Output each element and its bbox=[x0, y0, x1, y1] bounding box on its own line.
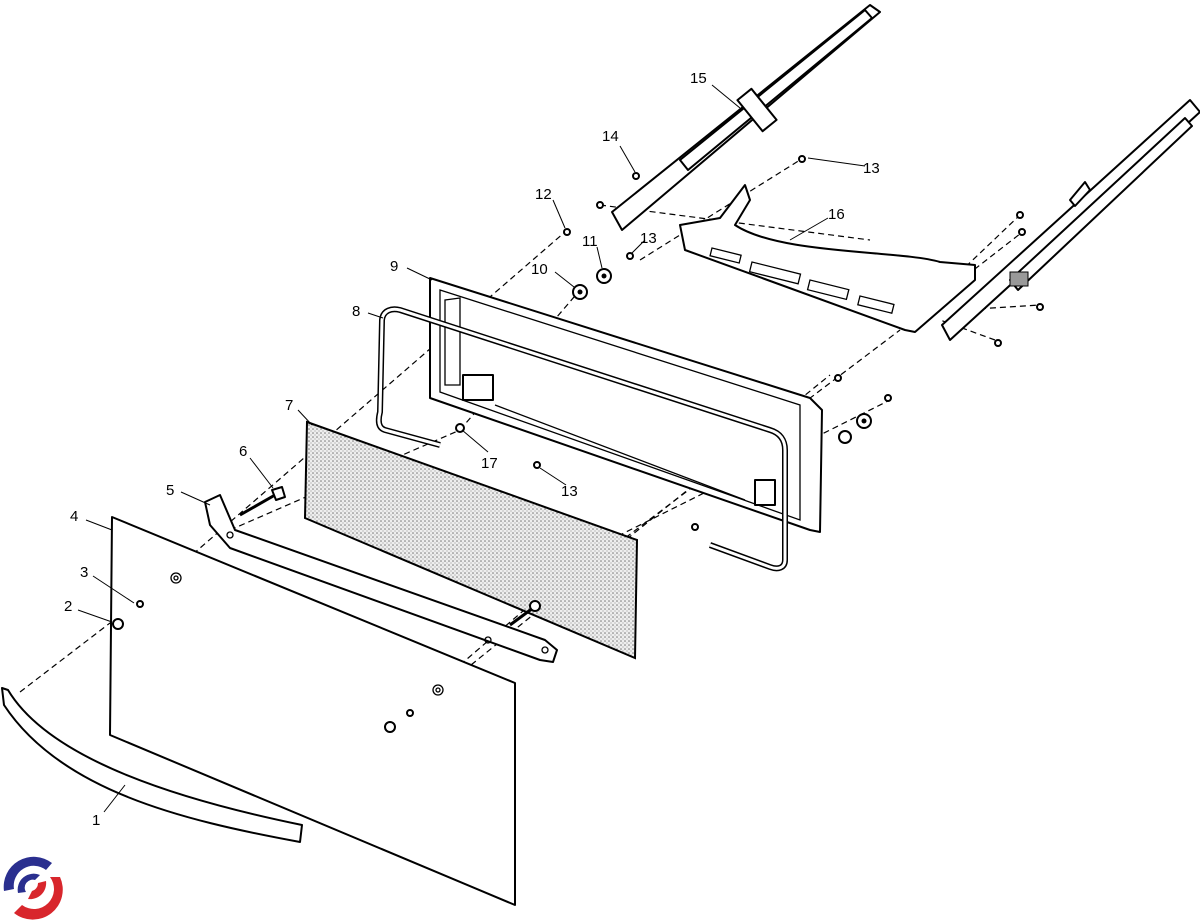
wire-frame bbox=[375, 306, 788, 572]
callout-13: 13 bbox=[561, 483, 578, 500]
rear-bracket bbox=[679, 184, 976, 333]
callout-8: 8 bbox=[352, 303, 360, 320]
callout-12: 12 bbox=[535, 186, 552, 203]
callout-5: 5 bbox=[166, 482, 174, 499]
callout-16: 16 bbox=[828, 206, 845, 223]
right-drawer-slide bbox=[941, 99, 1200, 341]
callout-3: 3 bbox=[80, 564, 88, 581]
callout-7: 7 bbox=[285, 397, 293, 414]
hardware bbox=[112, 155, 1044, 733]
callout-14: 14 bbox=[602, 128, 619, 145]
callout-13: 13 bbox=[640, 230, 657, 247]
callout-13: 13 bbox=[863, 160, 880, 177]
callout-4: 4 bbox=[70, 508, 78, 525]
callout-labels: 1 2 3 4 5 6 7 8 9 10 11 12 13 13 13 14 1… bbox=[64, 70, 880, 829]
callout-10: 10 bbox=[531, 261, 548, 278]
callout-1: 1 bbox=[92, 812, 100, 829]
insulation-pad bbox=[303, 420, 639, 660]
callout-17: 17 bbox=[481, 455, 498, 472]
left-drawer-slide bbox=[611, 4, 881, 231]
callout-9: 9 bbox=[390, 258, 398, 275]
support-bracket bbox=[204, 494, 558, 663]
callout-6: 6 bbox=[239, 443, 247, 460]
brand-logo bbox=[3, 856, 63, 920]
callout-11: 11 bbox=[582, 233, 598, 250]
callout-2: 2 bbox=[64, 598, 72, 615]
screws bbox=[239, 486, 541, 627]
outer-glass-panel bbox=[109, 516, 516, 906]
callout-15: 15 bbox=[690, 70, 707, 87]
door-handle bbox=[1, 687, 303, 843]
door-inner-frame bbox=[429, 277, 823, 533]
leader-lines bbox=[77, 84, 866, 813]
